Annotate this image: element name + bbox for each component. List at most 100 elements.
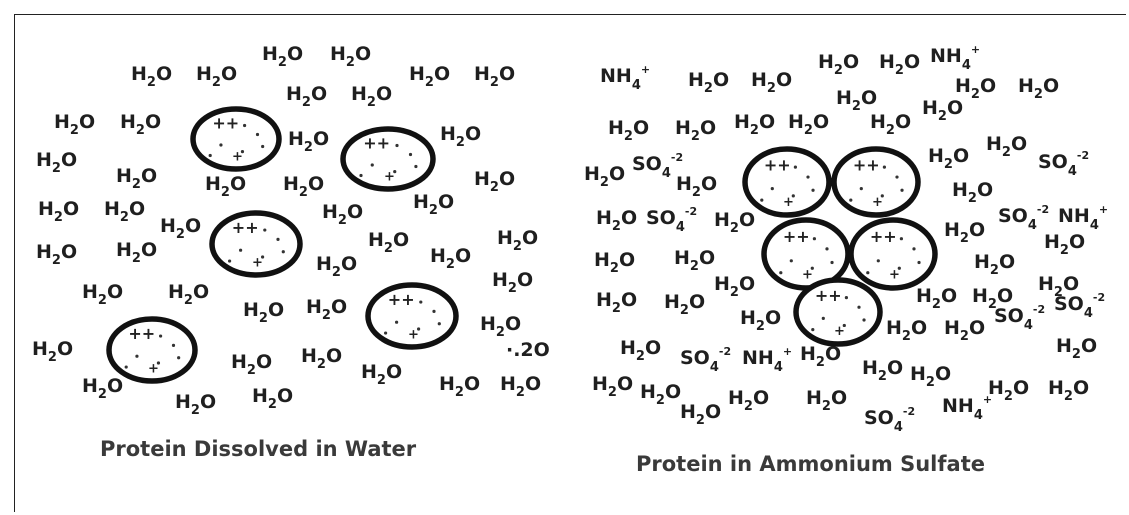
water-molecule: H2O (368, 229, 409, 256)
water-molecule: H2O (664, 291, 705, 318)
water-molecule: H2O (714, 209, 755, 236)
svg-text:+: + (872, 195, 883, 210)
ammonium-ion: NH4+ (1058, 203, 1108, 233)
svg-text:++: ++ (363, 134, 390, 153)
svg-text:++: ++ (232, 218, 259, 237)
water-molecule: H2O (688, 69, 729, 96)
sulfate-ion: SO4-2 (632, 151, 683, 181)
sulfate-ion: SO4-2 (864, 405, 915, 435)
water-molecule: H2O (674, 247, 715, 274)
water-molecule: H2O (288, 128, 329, 155)
ammonium-ion: NH4+ (942, 393, 992, 423)
water-molecule: H2O (751, 69, 792, 96)
water-molecule: H2O (594, 249, 635, 276)
water-molecule: H2O (836, 87, 877, 114)
water-molecule: H2O (1038, 273, 1079, 300)
water-molecule: H2O (116, 165, 157, 192)
svg-text:+: + (802, 267, 813, 282)
protein-molecule: +++ (106, 316, 198, 384)
water-molecule: H2O (497, 227, 538, 254)
svg-text:+: + (783, 195, 794, 210)
water-molecule: H2O (1018, 75, 1059, 102)
diagram-frame (14, 14, 1126, 512)
water-molecule: H2O (361, 361, 402, 388)
water-molecule: H2O (36, 241, 77, 268)
water-molecule: H2O (886, 317, 927, 344)
svg-text:+: + (834, 324, 845, 339)
svg-text:+: + (408, 327, 419, 342)
water-molecule: H2O (910, 363, 951, 390)
sulfate-ion: SO4-2 (646, 205, 697, 235)
water-molecule: H2O (870, 111, 911, 138)
water-molecule: H2O (168, 281, 209, 308)
water-molecule: H2O (104, 198, 145, 225)
water-molecule: H2O (409, 63, 450, 90)
water-molecule: H2O (440, 123, 481, 150)
svg-text:+: + (889, 267, 900, 282)
water-molecule: H2O (82, 375, 123, 402)
water-molecule: H2O (944, 317, 985, 344)
water-molecule: H2O (262, 43, 303, 70)
svg-text:+: + (232, 150, 243, 165)
protein-molecule: +++ (793, 277, 883, 347)
water-molecule: H2O (36, 149, 77, 176)
svg-text:++: ++ (853, 155, 880, 174)
protein-molecule: +++ (831, 146, 921, 218)
water-molecule: H2O (986, 133, 1027, 160)
svg-text:+: + (384, 170, 395, 185)
water-molecule: H2O (243, 299, 284, 326)
water-molecule: H2O (972, 285, 1013, 312)
water-molecule: H2O (728, 387, 769, 414)
protein-molecule: +++ (848, 217, 938, 291)
water-molecule: H2O (252, 385, 293, 412)
water-molecule: H2O (818, 51, 859, 78)
water-molecule: H2O (480, 313, 521, 340)
water-molecule: H2O (322, 201, 363, 228)
water-molecule: H2O (316, 253, 357, 280)
svg-text:++: ++ (764, 155, 791, 174)
water-molecule: H2O (680, 401, 721, 428)
water-molecule: H2O (492, 269, 533, 296)
water-molecule: H2O (740, 307, 781, 334)
water-molecule: H2O (330, 43, 371, 70)
water-molecule: H2O (286, 83, 327, 110)
water-molecule: H2O (800, 343, 841, 370)
water-molecule: H2O (82, 281, 123, 308)
protein-molecule: +++ (209, 210, 303, 278)
water-molecule: H2O (592, 373, 633, 400)
water-molecule: H2O (306, 296, 347, 323)
water-molecule: H2O (500, 373, 541, 400)
sulfate-ion: SO4-2 (998, 203, 1049, 233)
ammonium-ion: NH4+ (930, 43, 980, 73)
caption-protein-in-water: Protein Dissolved in Water (100, 437, 417, 461)
water-molecule: H2O (32, 338, 73, 365)
water-molecule: H2O (413, 191, 454, 218)
sulfate-ion: SO4-2 (1038, 149, 1089, 179)
water-molecule: H2O (596, 289, 637, 316)
water-molecule: H2O (620, 337, 661, 364)
protein-molecule: +++ (742, 146, 832, 218)
svg-text:++: ++ (212, 114, 239, 133)
water-molecule: H2O (301, 345, 342, 372)
water-molecule: H2O (120, 111, 161, 138)
water-molecule: H2O (879, 51, 920, 78)
water-molecule: H2O (675, 117, 716, 144)
water-molecule: H2O (1044, 231, 1085, 258)
water-molecule: H2O (596, 207, 637, 234)
water-molecule: H2O (205, 173, 246, 200)
svg-text:++: ++ (128, 324, 155, 343)
water-molecule: H2O (160, 215, 201, 242)
water-molecule: H2O (928, 145, 969, 172)
protein-molecule: +++ (761, 217, 851, 291)
water-molecule: H2O (640, 381, 681, 408)
svg-text:++: ++ (870, 227, 897, 246)
water-molecule: H2O (131, 63, 172, 90)
sulfate-ion: SO4-2 (1054, 291, 1105, 321)
ammonium-ion: NH4+ (600, 63, 650, 93)
water-molecule: H2O (439, 373, 480, 400)
water-molecule: H2O (175, 391, 216, 418)
water-molecule: H2O (676, 173, 717, 200)
water-molecule: H2O (1048, 377, 1089, 404)
